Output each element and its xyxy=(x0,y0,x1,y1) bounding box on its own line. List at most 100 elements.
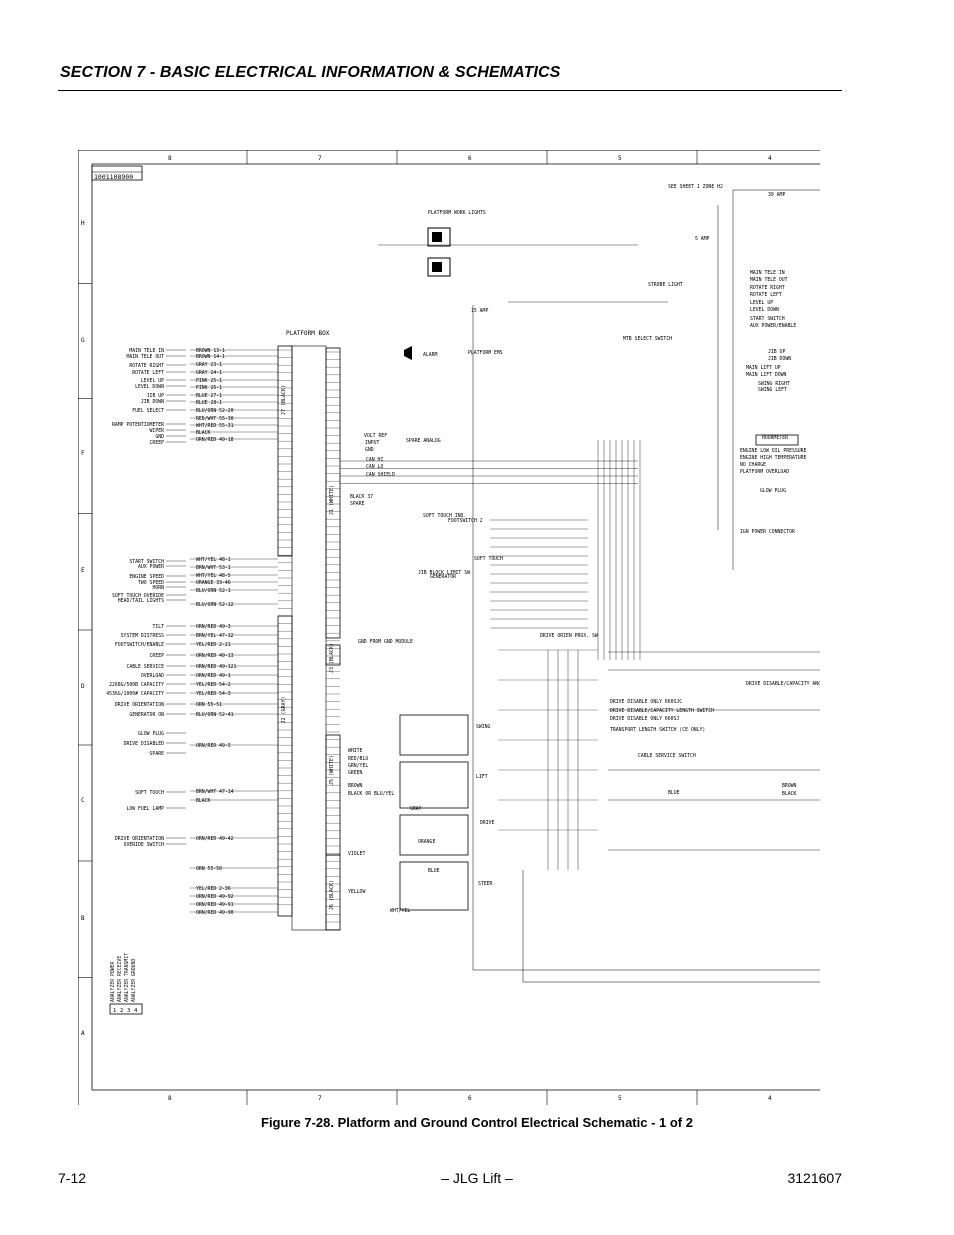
right-label: 5 AMP xyxy=(695,236,710,242)
middle-label: GRN/YEL xyxy=(348,763,368,769)
left-function-label: SPARE xyxy=(150,751,165,757)
left-wire-label: BROWN 14-1 xyxy=(196,354,225,360)
zone-col-top: 7 xyxy=(318,155,322,162)
left-function-label: OVERLOAD xyxy=(141,673,164,679)
left-wire-label: BLACK xyxy=(196,430,211,436)
zone-row-label: H xyxy=(81,220,85,227)
left-wire-label: ORANGE 33-46 xyxy=(196,580,231,586)
left-function-label: TILT xyxy=(152,624,164,630)
left-function-label: HEAD/TAIL LIGHTS xyxy=(118,598,164,604)
middle-label: RED/BLU xyxy=(348,756,368,762)
analyzer-label: ANALYZER TRANSMIT xyxy=(124,953,130,1002)
right-label: LEVEL UP xyxy=(750,300,773,306)
zone-row-label: B xyxy=(81,915,85,922)
drawing-number: 1001108900 xyxy=(94,173,133,181)
zone-row-label: G xyxy=(81,337,85,344)
figure-caption: Figure 7-28. Platform and Ground Control… xyxy=(261,1115,693,1130)
platform-box-outline xyxy=(291,345,327,931)
connector-label: J7 (BLACK) xyxy=(281,385,287,415)
zone-col-bottom: 8 xyxy=(168,1095,172,1102)
document-number: 3121607 xyxy=(787,1170,842,1186)
left-function-label: RAMP POTENTIOMETER xyxy=(112,422,164,428)
left-wire-label: RED/WHT 55-30 xyxy=(196,416,234,422)
left-wire-label: ORN/RED 49-1 xyxy=(196,673,231,679)
right-label: START SWITCH xyxy=(750,316,785,322)
connector-label: J5 (WHITE) xyxy=(329,755,335,785)
zone-row-label: C xyxy=(81,797,85,804)
left-wire-label: ORN/RED 49-92 xyxy=(196,894,234,900)
middle-label: GRAY xyxy=(410,806,422,812)
right-label: BLACK xyxy=(782,791,797,797)
page-number: 7-12 xyxy=(58,1170,87,1186)
left-wire-label: GRAY 24-1 xyxy=(196,370,222,376)
left-wire-label: YEL/RED 2-36 xyxy=(196,886,231,892)
middle-label: YELLOW xyxy=(348,889,365,895)
zone-col-top: 6 xyxy=(468,155,472,162)
left-function-label: GLOW PLUG xyxy=(138,731,164,737)
right-label: ROTATE LEFT xyxy=(750,292,782,298)
middle-label: SWING xyxy=(476,724,491,730)
left-function-label: GENERATOR ON xyxy=(129,712,164,718)
middle-label: SOFT TOUCH xyxy=(474,556,503,562)
hourmeter-box xyxy=(755,434,799,446)
right-label: JIB DOWN xyxy=(768,356,791,362)
right-label: IGN POWER CONNECTOR xyxy=(740,529,795,535)
valve-coils xyxy=(399,714,469,911)
left-wire-label: BRN/WHT 47-14 xyxy=(196,789,234,795)
connector-label: J3 (BLACK) xyxy=(329,643,335,673)
middle-label: GREEN xyxy=(348,770,363,776)
middle-label: BLUE xyxy=(428,868,440,874)
zone-row-label: E xyxy=(81,567,85,574)
left-function-label: GND xyxy=(155,434,164,440)
zone-col-bottom: 6 xyxy=(468,1095,472,1102)
left-function-label: CABLE SERVICE xyxy=(126,664,164,670)
right-label: GLOW PLUG xyxy=(760,488,786,494)
right-label: MTB SELECT SWITCH xyxy=(623,336,672,342)
left-function-label: LEVEL UP xyxy=(141,378,164,384)
left-wire-label: ORN 55-50 xyxy=(196,866,222,872)
schematic-frame xyxy=(78,150,820,1105)
platform-box-title: PLATFORM BOX xyxy=(286,330,330,337)
right-label: SWING LEFT xyxy=(758,387,787,393)
left-function-label: HORN xyxy=(152,585,164,591)
middle-label: BROWN xyxy=(348,783,363,789)
left-wire-label: BROWN 13-1 xyxy=(196,348,225,354)
left-function-label: CREEP xyxy=(150,440,165,446)
right-label: PLATFORM EMS xyxy=(468,350,503,356)
zone-col-bottom: 5 xyxy=(618,1095,622,1102)
connector-label: J1 (WHITE) xyxy=(329,485,335,515)
left-function-label: JIB UP xyxy=(147,393,164,399)
right-label: SEE SHEET 1 ZONE H2 xyxy=(668,184,723,190)
drawing-number-box: 1001108900 xyxy=(91,165,143,181)
left-function-label: SOFT TOUCH OVERIDE xyxy=(112,593,164,599)
left-wire-label: BRN/WHT 53-1 xyxy=(196,565,231,571)
left-function-label: LEVEL DOWN xyxy=(135,384,164,390)
connector-label: J6 (BLACK) xyxy=(329,880,335,910)
left-function-label: SYSTEM DISTRESS xyxy=(121,633,164,639)
middle-label: BLACK 37 xyxy=(350,494,373,500)
right-label: BROWN xyxy=(782,783,797,789)
connector-labels: J7 (BLACK)J1 (WHITE)J2 (GRAY)J3 (BLACK)J… xyxy=(281,385,335,910)
connector-j5-block xyxy=(325,734,341,856)
left-wire-label: PINK 25-1 xyxy=(196,378,222,384)
middle-label: GND FROM GND MODULE xyxy=(358,639,413,645)
analyzer-label: ANALYZER POWER xyxy=(110,961,116,1002)
right-label: MAIN LIFT DOWN xyxy=(746,372,787,378)
left-wire-label: ORN/RED 49-90 xyxy=(196,910,234,916)
left-function-label: 2268G/500B CAPACITY xyxy=(109,682,164,688)
left-function-label: AUX POWER xyxy=(138,564,164,570)
right-label: JIB UP xyxy=(768,349,785,355)
left-function-label: ENGINE SPEED xyxy=(129,574,164,580)
right-label: BLUE xyxy=(668,790,680,796)
left-function-label: 4536G/1000# CAPACITY xyxy=(106,691,164,697)
platform-work-lights xyxy=(427,227,451,277)
right-label: ENGINE LOW OIL PRESSURE xyxy=(740,448,807,454)
right-label: MAIN LIFT UP xyxy=(746,365,781,371)
left-function-label: MAIN TELE IN xyxy=(129,348,164,354)
